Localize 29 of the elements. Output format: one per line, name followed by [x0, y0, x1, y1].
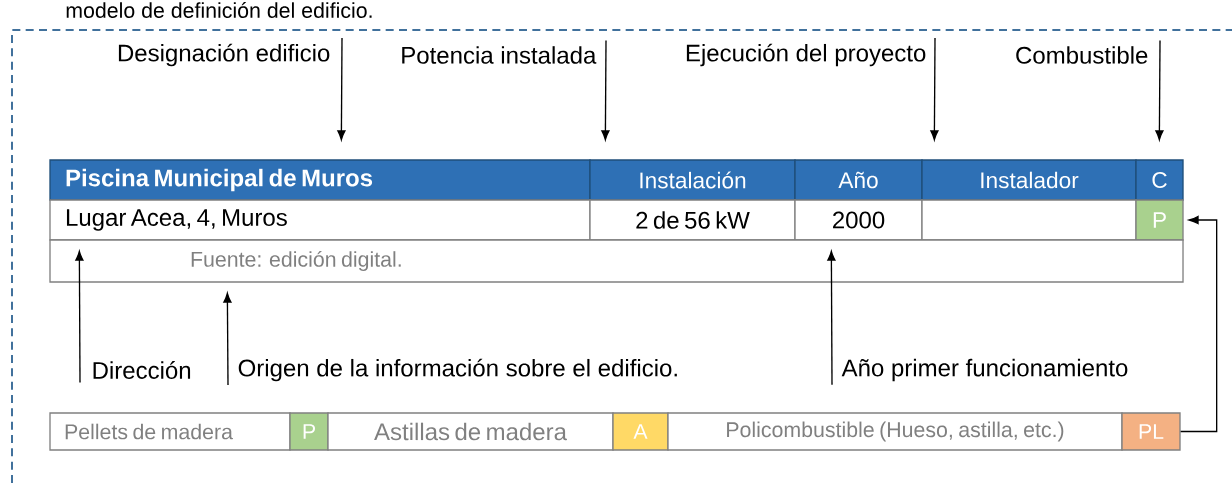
fuel-code-cell: PL [1121, 412, 1181, 451]
leader-arrow [1155, 39, 1164, 141]
annotation-label: Dirección [93, 361, 191, 379]
table-cell [921, 199, 1137, 241]
legend-cell: Astillas de madera [327, 412, 614, 451]
leader-arrow [601, 39, 610, 141]
header-cell: Año [794, 159, 923, 201]
header-cell: C [1135, 159, 1184, 201]
leader-arrow [1180, 215, 1218, 433]
leader-arrow [930, 37, 939, 141]
annotation-label: Origen de la información sobre el edificio. [238, 358, 677, 382]
table-cell: 2 de 56 kW [589, 199, 796, 241]
header-cell: Instalación [589, 159, 796, 201]
fuel-code-cell: P [289, 412, 329, 451]
leader-arrow [337, 37, 346, 141]
annotation-label: Ejecución del proyecto [686, 43, 926, 67]
table-cell: 2000 [794, 199, 923, 241]
annotation-label: Designación edificio [118, 43, 330, 67]
leader-arrow [827, 250, 836, 386]
leader-arrow [223, 292, 232, 386]
annotation-label: Combustible [1016, 46, 1148, 64]
fuel-code-cell: A [612, 412, 669, 451]
legend-cell: Pellets de madera [49, 412, 291, 451]
legend-cell: Policombustible (Hueso, astilla, etc.) [667, 412, 1123, 451]
annotation-label: Potencia instalada [402, 46, 597, 64]
heading-text: modelo de definición del edificio. [66, 2, 372, 18]
annotation-label: Año primer funcionamiento [841, 358, 1128, 382]
leader-arrow [75, 250, 84, 384]
fuel-code-cell: P [1135, 199, 1184, 241]
